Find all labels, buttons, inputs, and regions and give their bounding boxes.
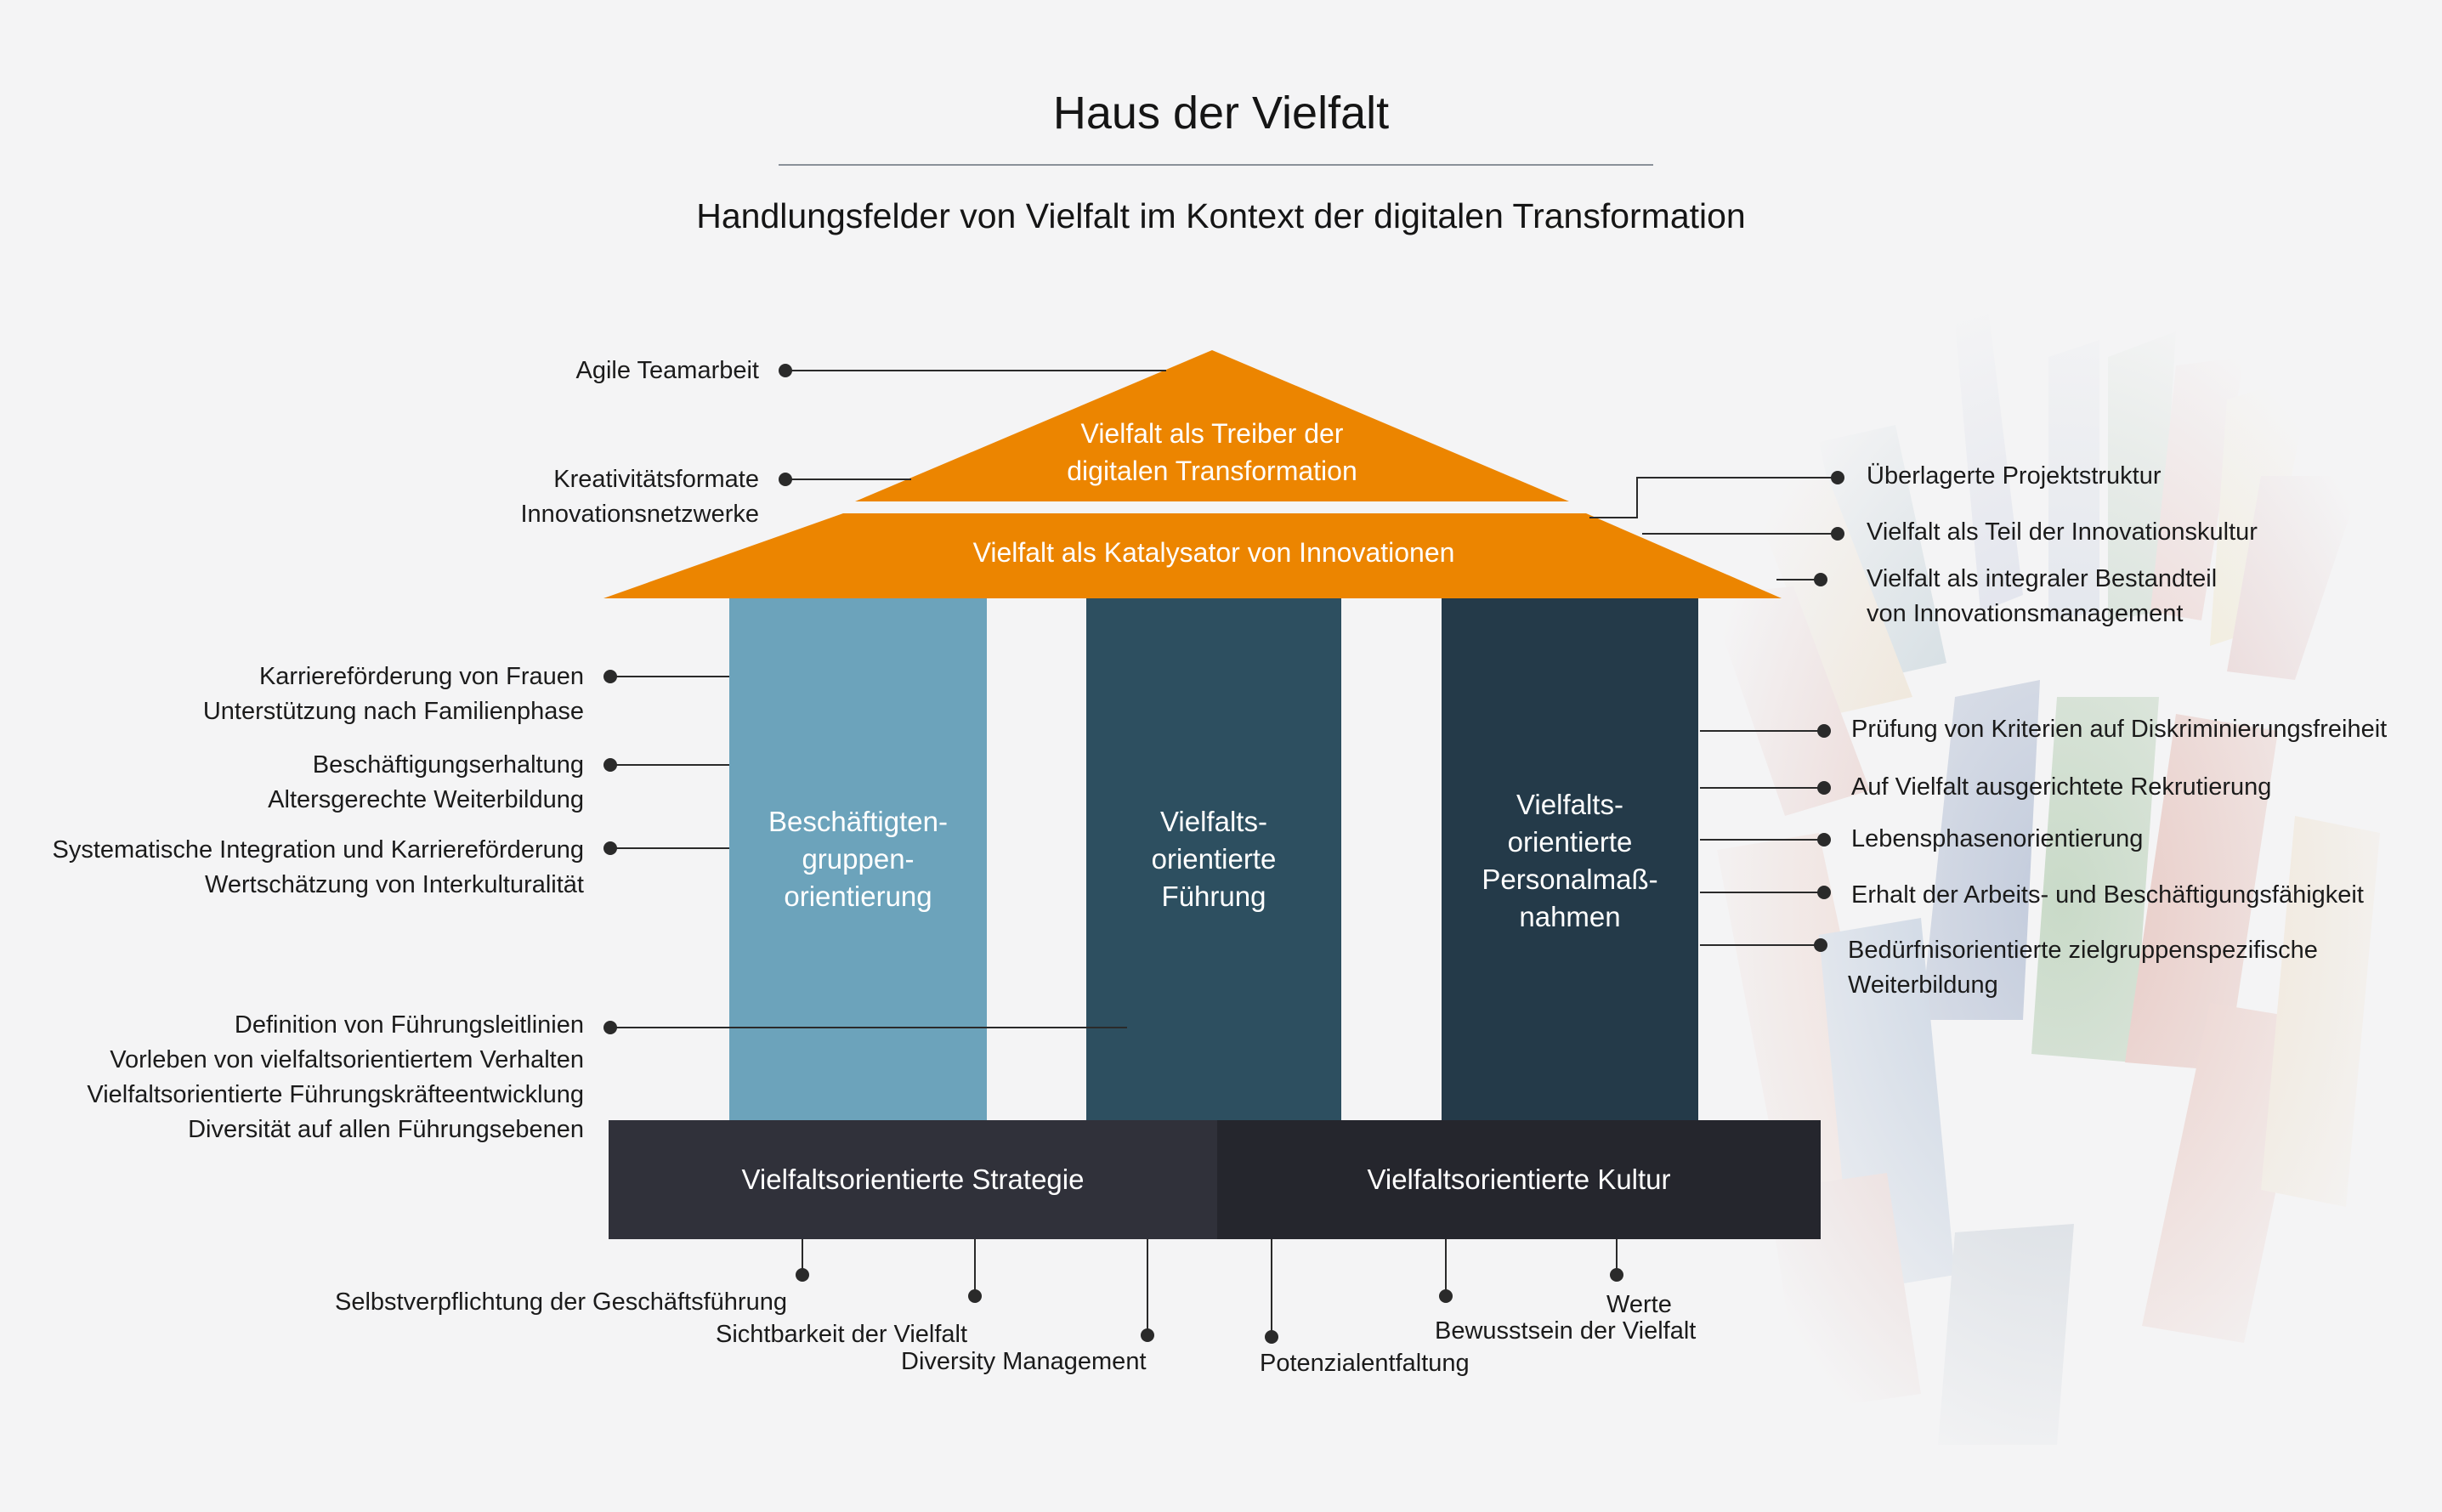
label-sichtbarkeit: Sichtbarkeit der Vielfalt <box>716 1321 968 1348</box>
label-innovationskultur: Vielfalt als Teil der Innovationskultur <box>1867 518 2258 546</box>
label-lebensphasen: Lebensphasenorientierung <box>1851 825 2144 852</box>
roof-top-label: Vielfalt als Treiber der digitalen Trans… <box>957 415 1467 490</box>
label-diskriminierungsfreiheit: Prüfung von Kriterien auf Diskriminierun… <box>1851 716 2388 743</box>
pillar-label-personalmassnahmen: Vielfalts- orientierte Personalmaß- nahm… <box>1442 786 1698 936</box>
pillar-personalmassnahmen <box>1442 598 1698 1120</box>
roof-top-triangle <box>855 350 1569 501</box>
roof-band <box>603 513 1782 598</box>
base-label-kultur: Vielfaltsorientierte Kultur <box>1367 1164 1671 1195</box>
label-fuehrungsleitlinien: Definition von Führungsleitlinien Vorleb… <box>87 1008 584 1147</box>
roof-band-label: Vielfalt als Katalysator von Innovatione… <box>972 537 1455 568</box>
label-beschaeftigung-line2: Altersgerechte Weiterbildung <box>268 786 584 813</box>
label-potenzialentfaltung: Potenzialentfaltung <box>1260 1350 1470 1377</box>
label-integral-line1: Vielfalt als integraler Bestandteil <box>1867 565 2218 592</box>
label-werte: Werte <box>1606 1291 1672 1318</box>
pillar1-line1: Beschäftigten- <box>768 806 948 837</box>
label-integral-line2: von Innovationsmanagement <box>1867 600 2184 627</box>
pillar1-line2: gruppen- <box>802 843 915 875</box>
label-weiterbildung: Bedürfnisorientierte zielgruppenspezifis… <box>1848 933 2318 1003</box>
label-fuehrung-line1: Definition von Führungsleitlinien <box>234 1011 584 1039</box>
pillar3-line3: Personalmaß- <box>1482 864 1658 895</box>
page-subtitle: Handlungsfelder von Vielfalt im Kontext … <box>696 196 1746 235</box>
pillar2-line3: Führung <box>1161 881 1266 912</box>
label-integraler-bestandteil: Vielfalt als integraler Bestandteil von … <box>1867 562 2217 631</box>
base-left-strategie <box>609 1120 1217 1239</box>
pillar3-line2: orientierte <box>1507 826 1633 858</box>
pillar3-line4: nahmen <box>1519 901 1621 932</box>
label-kreativ-line2: Innovationsnetzwerke <box>520 501 760 528</box>
label-diversity-management: Diversity Management <box>901 1348 1147 1375</box>
label-karriere-frauen: Karriereförderung von Frauen Unterstützu… <box>203 660 584 729</box>
label-integration-line2: Wertschätzung von Interkulturalität <box>205 871 584 898</box>
label-agile-teamarbeit: Agile Teamarbeit <box>575 357 759 384</box>
label-bewusstsein: Bewusstsein der Vielfalt <box>1435 1317 1697 1345</box>
label-arbeitsfaehigkeit: Erhalt der Arbeits- und Beschäftigungsfä… <box>1851 881 2364 909</box>
base-right-kultur <box>1217 1120 1821 1239</box>
label-fuehrung-line2: Vorleben von vielfaltsorientiertem Verha… <box>110 1046 584 1073</box>
label-rekrutierung: Auf Vielfalt ausgerichtete Rekrutierung <box>1851 773 2272 801</box>
pillar-fuehrung <box>1086 598 1341 1120</box>
pillar2-line1: Vielfalts- <box>1160 806 1267 837</box>
roof-top-line1: Vielfalt als Treiber der <box>1080 418 1344 449</box>
base-label-strategie: Vielfaltsorientierte Strategie <box>741 1164 1085 1195</box>
pillar-label-beschaeftigtengruppen: Beschäftigten- gruppen- orientierung <box>729 803 987 915</box>
label-beschaeftigung-line1: Beschäftigungserhaltung <box>312 751 584 779</box>
pillar2-line2: orientierte <box>1151 843 1277 875</box>
pillar3-line1: Vielfalts- <box>1516 789 1623 820</box>
label-integration: Systematische Integration und Karrierefö… <box>53 833 584 903</box>
pillar1-line3: orientierung <box>784 881 932 912</box>
label-karriere-line1: Karriereförderung von Frauen <box>258 663 584 690</box>
roof-top-line2: digitalen Transformation <box>1067 456 1357 486</box>
label-beduerfnis-line1: Bedürfnisorientierte zielgruppenspezifis… <box>1848 937 2318 964</box>
label-beduerfnis-line2: Weiterbildung <box>1848 971 1998 999</box>
label-fuehrung-line4: Diversität auf allen Führungsebenen <box>188 1116 584 1143</box>
label-projektstruktur: Überlagerte Projektstruktur <box>1867 462 2162 490</box>
label-kreativ-line1: Kreativitätsformate <box>553 466 759 493</box>
label-integration-line1: Systematische Integration und Karrierefö… <box>52 836 584 864</box>
pillar-beschaeftigtengruppen <box>729 598 987 1120</box>
page-title: Haus der Vielfalt <box>1052 88 1390 139</box>
label-beschaeftigungserhaltung: Beschäftigungserhaltung Altersgerechte W… <box>268 748 584 818</box>
label-karriere-line2: Unterstützung nach Familienphase <box>202 698 584 725</box>
title-divider <box>779 164 1653 166</box>
pillar-label-fuehrung: Vielfalts- orientierte Führung <box>1086 803 1341 915</box>
label-fuehrung-line3: Vielfaltsorientierte Führungskräfteentwi… <box>87 1081 584 1108</box>
label-selbstverpflichtung: Selbstverpflichtung der Geschäftsführung <box>335 1288 787 1316</box>
label-kreativitaet: Kreativitätsformate Innovationsnetzwerke <box>521 462 760 532</box>
